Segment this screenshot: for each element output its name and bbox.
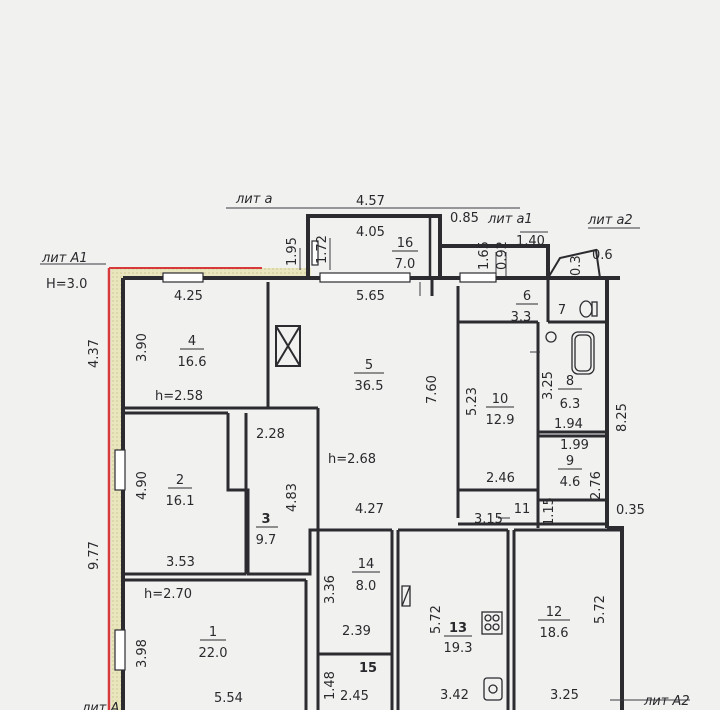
dim-r4-h: 3.90 — [135, 333, 150, 362]
litera-A-label: лит А — [81, 701, 119, 710]
room-7-number: 7 — [558, 303, 566, 318]
dim-r5-w: 5.65 — [356, 289, 385, 304]
room-9-number: 9 — [566, 454, 574, 469]
litera-a2-label: лит а2 — [587, 213, 633, 228]
stove-icon — [481, 611, 503, 635]
dim-r13-w: 3.42 — [440, 688, 469, 703]
dim-r5-bottom: 4.27 — [355, 502, 384, 517]
litera-a1-label: лит а1 — [487, 212, 533, 227]
room-10-area: 12.9 — [486, 413, 515, 428]
dimension-lines — [40, 207, 690, 701]
litera-a-label: лит а — [235, 192, 272, 207]
dim-top-092: 0.92 — [495, 241, 510, 270]
height-room-4: h=2.58 — [155, 389, 203, 404]
room-4-area: 16.6 — [178, 355, 207, 370]
dimension-values-horizontal: 4.57 4.05 0.85 1,40 0.6 4.25 5.65 4.27 2… — [166, 194, 645, 706]
dim-r10-w: 2.46 — [486, 471, 515, 486]
dim-r14-w: 2.39 — [342, 624, 371, 639]
room-16-number: 16 — [397, 236, 414, 251]
litera-A2-label: лит А2 — [643, 694, 690, 709]
dim-r15-w: 2.45 — [340, 689, 369, 704]
room-12-number: 12 — [546, 605, 563, 620]
room-6-area: 3.3 — [511, 310, 532, 325]
dim-top-172: 1.72 — [315, 235, 330, 264]
dim-left-977: 9.77 — [87, 541, 102, 570]
vent-shaft — [275, 325, 301, 367]
room-15-number: 15 — [359, 661, 377, 676]
dim-top-195: 1.95 — [285, 237, 300, 266]
dim-r9-h: 2.76 — [589, 471, 604, 500]
height-room-1: h=2.70 — [144, 587, 192, 602]
room-2-area: 16.1 — [166, 494, 195, 509]
dim-r15-h: 1.48 — [323, 671, 338, 700]
dim-r4-w: 4.25 — [174, 289, 203, 304]
height-room-5: h=2.68 — [328, 452, 376, 467]
room-labels: 1 22.0 2 16.1 3 9.7 4 16.6 5 36.5 6 3.3 … — [166, 236, 582, 676]
kitchen-sink-icon — [483, 677, 503, 701]
room-4-number: 4 — [188, 334, 196, 349]
litera-A1-height: Н=3.0 — [46, 277, 87, 292]
litera-A1-label: лит А1 — [41, 251, 88, 266]
room-12-area: 18.6 — [540, 626, 569, 641]
dim-r2-h: 4.90 — [135, 471, 150, 500]
dimension-values-vertical: 1.95 1.72 1.65 0.92 0.3 4.37 3.90 7.60 4… — [87, 235, 630, 700]
dim-left-437: 4.37 — [87, 339, 102, 368]
room-2-number: 2 — [176, 473, 184, 488]
dim-top-140: 1,40 — [516, 234, 545, 249]
dim-r10-h: 5.23 — [465, 387, 480, 416]
room-3-number: 3 — [261, 512, 270, 527]
dim-right-035: 0.35 — [616, 503, 645, 518]
dim-r1-w: 5.54 — [214, 691, 243, 706]
dim-top-06: 0.6 — [592, 248, 613, 263]
dim-top-085: 0.85 — [450, 211, 479, 226]
room-9-area: 4.6 — [560, 475, 581, 490]
dim-r2-w: 3.53 — [166, 555, 195, 570]
inner-walls — [123, 278, 622, 710]
bathtub-icon — [571, 331, 595, 375]
dim-r3-h: 4.83 — [285, 483, 300, 512]
room-14-area: 8.0 — [356, 579, 377, 594]
gas-riser-icon — [401, 585, 411, 607]
dim-r1-h: 3.98 — [135, 639, 150, 668]
room-8-area: 6.3 — [560, 397, 581, 412]
dim-top-165: 1.65 — [477, 241, 492, 270]
room-13-number: 13 — [449, 621, 467, 636]
room-5-number: 5 — [365, 358, 373, 373]
dim-top-03: 0.3 — [569, 255, 584, 276]
room-13-area: 19.3 — [444, 641, 473, 656]
room-14-number: 14 — [358, 557, 375, 572]
dim-r9-w: 1.99 — [560, 438, 589, 453]
room-10-number: 10 — [492, 392, 509, 407]
sink-icon — [545, 331, 557, 343]
room-1-number: 1 — [209, 625, 217, 640]
dim-r13-h: 5.72 — [429, 605, 444, 634]
windows — [114, 240, 497, 671]
toilet-icon — [579, 300, 598, 318]
outer-wall-hatch-left — [111, 272, 123, 710]
dim-r8-h: 3.25 — [541, 371, 556, 400]
room-6-number: 6 — [523, 289, 531, 304]
outer-wall-hatch-top — [111, 268, 311, 278]
room-3-area: 9.7 — [256, 533, 277, 548]
room-16-area: 7.0 — [395, 257, 416, 272]
dim-r14-h: 3.36 — [323, 575, 338, 604]
dim-r12-h: 5.72 — [593, 595, 608, 624]
dim-r8-w: 1.94 — [554, 417, 583, 432]
dim-r11-h: 1.15 — [542, 497, 557, 526]
dim-top-405: 4.05 — [356, 225, 385, 240]
dim-r5-h: 7.60 — [425, 375, 440, 404]
dim-r12-w: 3.25 — [550, 688, 579, 703]
room-1-area: 22.0 — [199, 646, 228, 661]
dim-r2-top: 2.28 — [256, 427, 285, 442]
room-11-number: 11 — [514, 502, 531, 517]
dim-r11-w: 3.15 — [474, 512, 503, 527]
room-5-area: 36.5 — [355, 379, 384, 394]
room-8-number: 8 — [566, 374, 574, 389]
dim-top-457: 4.57 — [356, 194, 385, 209]
dim-right-825: 8.25 — [615, 403, 630, 432]
